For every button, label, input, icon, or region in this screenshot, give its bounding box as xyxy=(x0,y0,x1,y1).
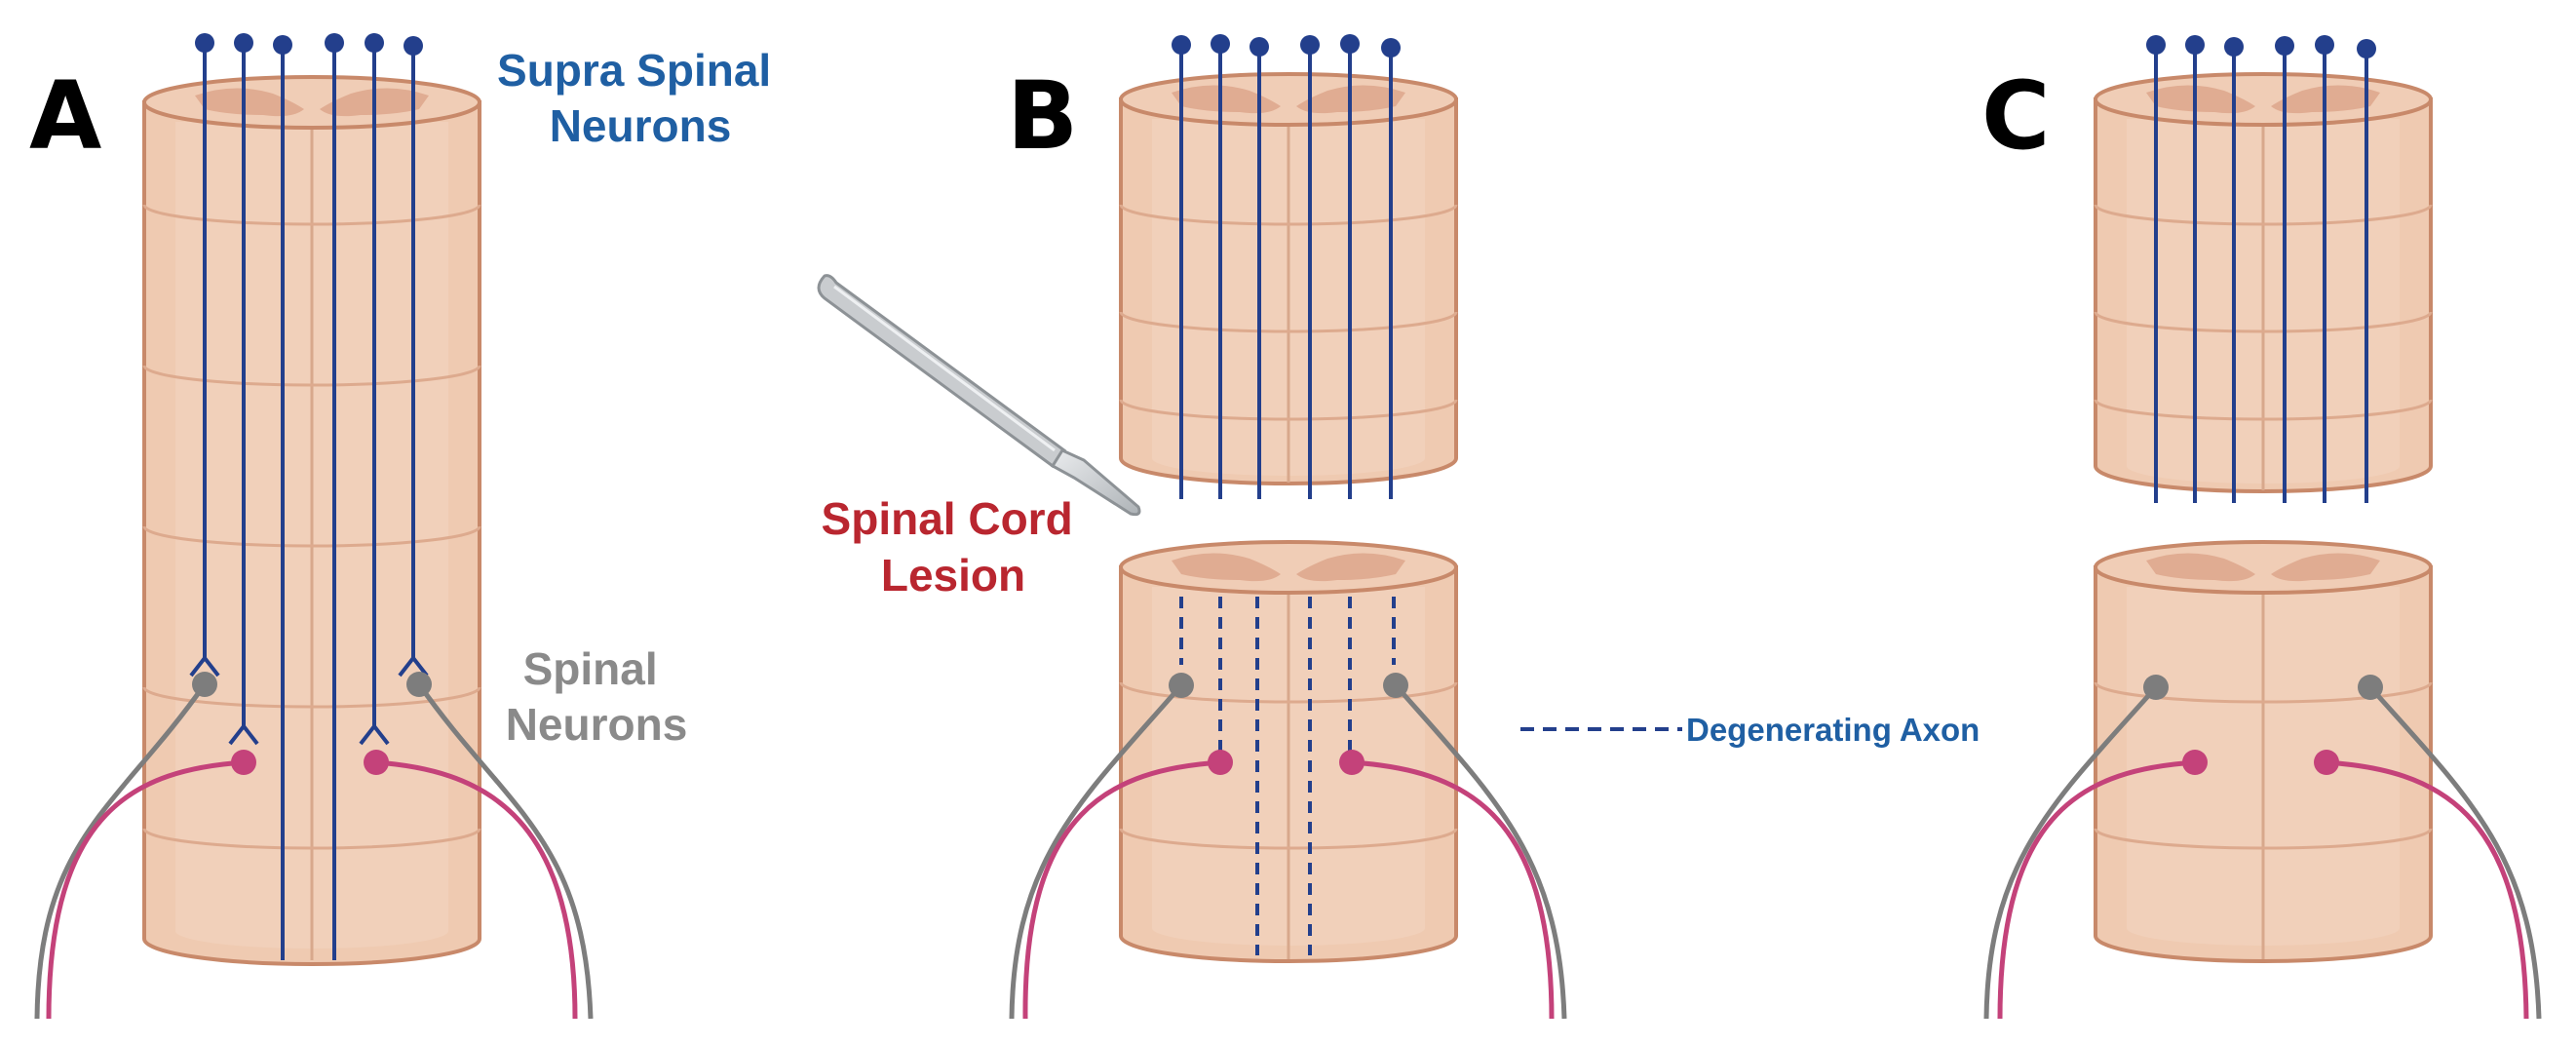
sensory-neurons-c xyxy=(1997,750,2529,1020)
spinal-neurons-b xyxy=(1009,673,1567,1020)
sensory-neurons-b xyxy=(1022,750,1555,1020)
spinal-cord-upper-segment-c xyxy=(2094,72,2433,493)
sensory-neurons xyxy=(46,750,578,1020)
severed-axons-upper-c xyxy=(2146,35,2376,503)
spinal-neurons-c xyxy=(1983,675,2542,1020)
supra-spinal-neurons-label: Supra Spinal Neurons xyxy=(497,45,784,151)
legend-degenerating-axon-label: Degenerating Axon xyxy=(1686,712,1980,748)
scalpel-icon xyxy=(817,274,1141,517)
spinal-cord-lesion-label: Spinal Cord Lesion xyxy=(822,493,1086,600)
spinal-label-line-2: Neurons xyxy=(506,699,688,750)
panel-a-letter: A xyxy=(29,61,101,171)
panel-c-letter: C xyxy=(1981,61,2050,171)
severed-axons-upper xyxy=(1172,34,1401,499)
supra-spinal-label-line-2: Neurons xyxy=(550,100,732,151)
spinal-cord-lower-segment-c xyxy=(2094,540,2433,963)
spinal-neurons-label: Spinal Neurons xyxy=(506,643,688,750)
lesion-label-line-1: Spinal Cord xyxy=(822,493,1073,544)
degenerating-axons xyxy=(1179,597,1396,955)
spinal-cord-upper-segment xyxy=(1119,72,1458,485)
panel-a: A xyxy=(29,33,784,1020)
panel-b-letter: B xyxy=(1007,61,1078,171)
spinal-cord-intact xyxy=(142,75,481,966)
supra-spinal-axons xyxy=(189,33,429,960)
spinal-label-line-1: Spinal xyxy=(523,643,658,694)
panel-b: B xyxy=(817,34,1980,1020)
panel-c: C xyxy=(1981,35,2542,1020)
spinal-cord-lower-segment xyxy=(1119,540,1458,963)
lesion-label-line-2: Lesion xyxy=(881,550,1025,600)
supra-spinal-label-line-1: Supra Spinal xyxy=(497,45,771,96)
legend: Degenerating Axon xyxy=(1520,712,1980,748)
spinal-neurons xyxy=(34,672,594,1020)
